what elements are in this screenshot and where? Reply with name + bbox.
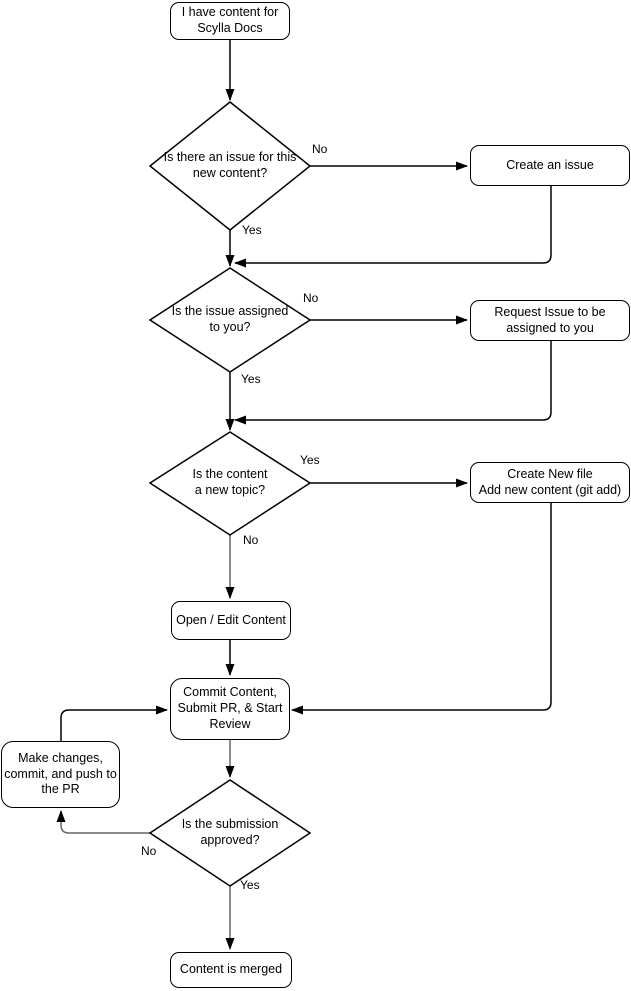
- commit-label: Submit PR, & Start: [177, 701, 283, 716]
- make-changes-label: the PR: [41, 782, 80, 797]
- make-changes-label: Make changes,: [18, 750, 103, 765]
- merged-label: Content is merged: [179, 962, 283, 977]
- merged-node: Content is merged: [170, 952, 292, 988]
- open-edit-node: Open / Edit Content: [171, 601, 291, 640]
- commit-label: Review: [209, 716, 251, 731]
- open-edit-label: Open / Edit Content: [176, 612, 286, 627]
- commit-node: Commit Content, Submit PR, & Start Revie…: [170, 678, 290, 740]
- make-changes-node: Make changes, commit, and push to the PR: [1, 741, 120, 808]
- start-node-label: I have content for: [181, 5, 279, 20]
- edge-label-issue-yes: Yes: [242, 223, 262, 237]
- create-issue-node: Create an issue: [470, 145, 630, 186]
- edge-label-assigned-yes: Yes: [241, 372, 261, 386]
- decision-issue-exists-shape: [148, 101, 312, 231]
- edge-label-approved-yes: Yes: [240, 878, 260, 892]
- edge-label-topic-no: No: [243, 533, 259, 547]
- edge-create-issue-return: [234, 186, 552, 268]
- request-issue-label: Request Issue to be: [494, 304, 606, 319]
- commit-label: Commit Content,: [183, 685, 277, 700]
- create-file-node: Create New file Add new content (git add…: [470, 462, 630, 503]
- edge-approved-no-to-make-changes: [56, 810, 150, 834]
- edge-request-issue-return: [234, 341, 552, 425]
- edge-label-approved-no: No: [141, 844, 157, 858]
- start-node: I have content for Scylla Docs: [170, 2, 290, 40]
- edge-label-topic-yes: Yes: [300, 453, 320, 467]
- create-file-label: Create New file: [507, 466, 593, 481]
- edge-create-file-to-commit: [291, 503, 552, 715]
- create-file-label: Add new content (git add): [478, 482, 622, 497]
- request-issue-node: Request Issue to be assigned to you: [470, 300, 630, 341]
- start-node-label: Scylla Docs: [197, 21, 263, 35]
- make-changes-label: commit, and push to: [4, 766, 117, 781]
- decision-new-topic-shape: [148, 431, 312, 536]
- decision-approved-shape: [148, 779, 312, 887]
- request-issue-label: assigned to you: [506, 320, 594, 335]
- create-issue-label: Create an issue: [506, 157, 594, 172]
- edge-label-assigned-no: No: [303, 291, 319, 305]
- edge-make-changes-to-commit: [60, 705, 168, 741]
- edge-label-issue-no: No: [312, 142, 328, 156]
- decision-issue-assigned-shape: [148, 267, 312, 373]
